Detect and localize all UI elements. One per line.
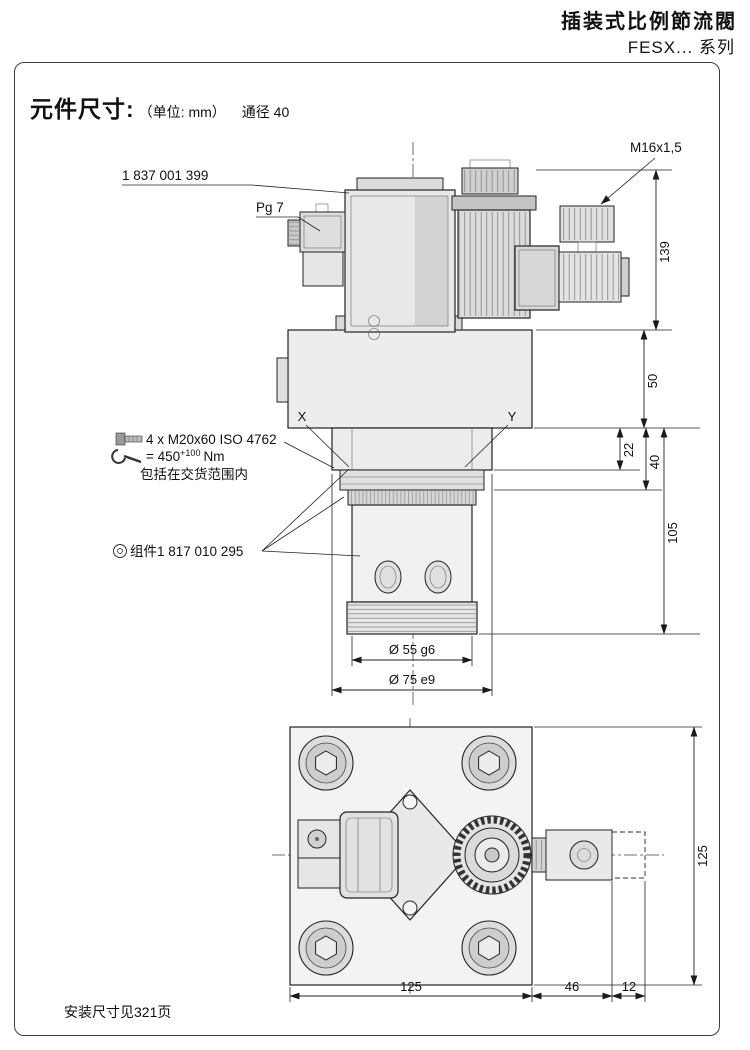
connector-side-circle-inner [577,848,591,862]
footer-note: 安装尺寸见321页 [64,1004,172,1020]
override-flange [451,195,537,211]
section-heading: 元件尺寸: （单位: mm） 通径 40 [30,90,289,124]
sleeve-port-hole-left-inner [379,565,397,589]
dim-h125: 125 [695,845,710,867]
flange-hole-bottom [402,900,418,916]
mounting-bolt-bottom-left [298,920,354,976]
mounting-bolt-bottom-right [461,920,517,976]
section-title: 元件尺寸: [30,96,135,122]
knob-collar-ribs [533,840,545,870]
screw-icon [115,432,143,446]
side-view: X Y 1 837 001 399 Pg 7 M16x1,5 4 x M20x6… [111,140,700,706]
cartridge-upper-flange [331,427,493,471]
screws-label: 4 x M20x60 ISO 4762 [146,432,277,447]
part-number-label: 1 837 001 399 [122,168,208,183]
flange-hole-top [402,794,418,810]
series-title: FESX... 系列 [627,38,735,57]
override-cap-ribs [464,170,516,192]
dim-w125: 125 [400,979,422,994]
thread-label: M16x1,5 [630,140,682,155]
gland-label: Pg 7 [256,200,284,215]
wrench-icon [111,449,142,464]
plug-housing-inner [518,249,556,307]
torque-unit: Nm [203,449,224,464]
plug-housing [514,245,560,311]
connector-screw [315,203,329,213]
m16-neck [577,241,597,253]
mounting-bolt-top-right [461,735,517,791]
dim-w12: 12 [622,979,636,994]
assembly-icon [113,544,127,558]
cartridge-thread-ribs [349,491,475,504]
cartridge-sleeve [351,504,473,603]
dim-50: 50 [645,374,660,388]
torque-value: = 450 [146,449,180,464]
bore-note: 通径 40 [241,104,290,120]
cartridge-bottom-thread-lines [348,604,476,632]
bottom-view: 125 46 12 125 [272,718,710,1002]
solenoid-screw-bottom [368,328,380,340]
adjustment-knob [452,815,532,895]
port-x-label: X [298,409,307,424]
port-y-leader [464,424,509,468]
connector-end-dot [315,837,319,841]
dim-dia75: Ø 75 e9 [389,672,435,687]
sleeve-port-hole-left [374,560,402,594]
cable-connector-inner [303,215,342,249]
part-number-leader [251,184,350,194]
unit-note: （单位: mm） [138,104,226,120]
dim-22: 22 [621,443,636,457]
torque-tolerance: +100 [180,448,200,458]
solenoid-end-view [339,811,399,899]
plug-ribs [561,254,619,300]
valve-body-block [287,329,533,429]
mounting-bolt-top-left [298,735,354,791]
dim-40: 40 [647,455,662,469]
cable-connector-lower [302,251,344,287]
solenoid-inner-line [350,195,449,327]
cable-gland-ribs [288,221,300,245]
solenoid-screw-top [368,315,380,327]
connector-side-circle [569,840,599,870]
scope-label: 包括在交货范围内 [140,466,248,482]
sleeve-port-hole-right [424,560,452,594]
cartridge-groove-band [339,469,485,491]
thread-leader [600,157,656,205]
dim-w46: 46 [565,979,579,994]
dim-105: 105 [665,522,680,544]
assembly-leader-3 [261,550,361,557]
plug-end-cap [620,257,630,297]
page-title: 插装式比例節流閥 [561,11,737,33]
solenoid-end-inner [345,817,393,893]
gland-leader [297,216,321,232]
body-left-step [276,357,289,403]
assembly-leader-2 [261,496,345,552]
dim-dia55: Ø 55 g6 [389,642,435,657]
sleeve-port-hole-right-inner [429,565,447,589]
m16-fitting-ribs [562,208,612,240]
assembly-leader-1 [261,468,350,552]
override-top-cap [469,159,511,169]
solenoid-top-step [356,177,444,191]
dim-139: 139 [657,241,672,263]
port-y-label: Y [508,409,517,424]
screws-leader [283,441,335,469]
plug-envelope-dashed [611,831,646,879]
assembly-label: 组件1 817 010 295 [130,544,243,559]
solenoid-shading [415,196,448,326]
port-x-leader [305,424,350,468]
cable-connector-upper [299,211,346,253]
